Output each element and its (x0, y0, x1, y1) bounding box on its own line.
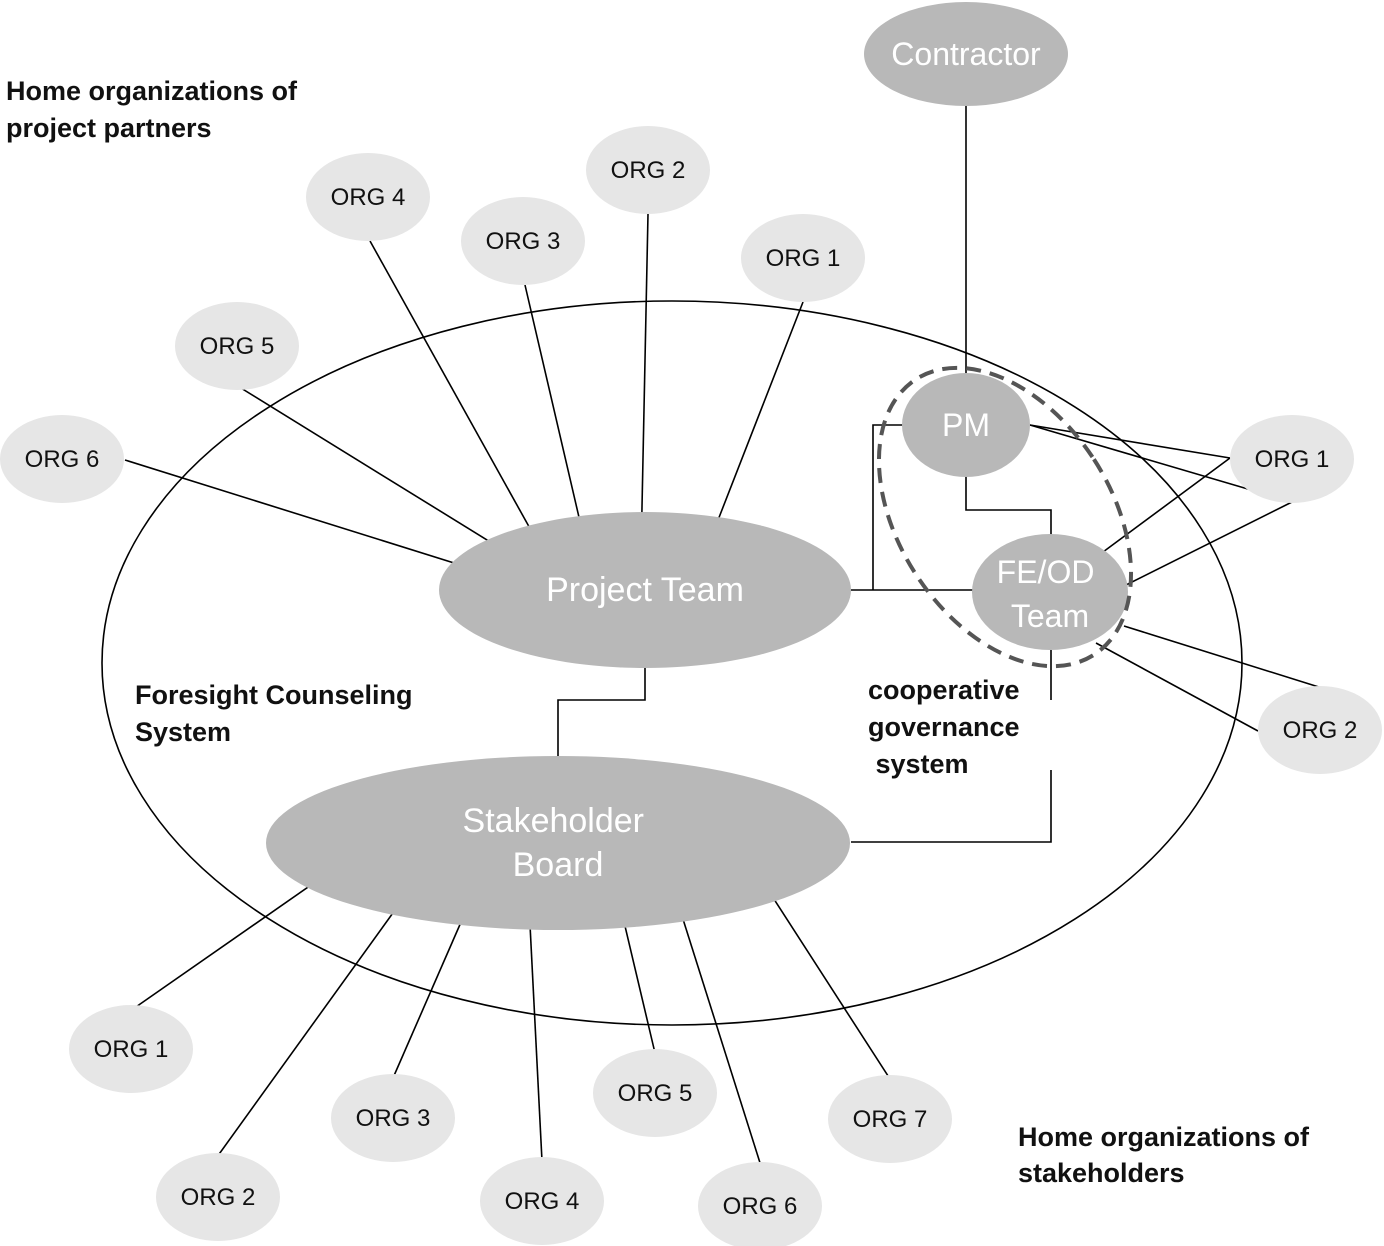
partner-org-2: ORG 2 (586, 126, 710, 214)
governance-orgs: ORG 1 ORG 2 (1230, 415, 1382, 774)
partner-org-6: ORG 6 (0, 415, 124, 503)
stakeholder-org-6-label: ORG 6 (723, 1193, 798, 1220)
fe-od-team-node: FE/OD Team (972, 534, 1128, 650)
stakeholder-board-line-1: Stakeholder (463, 802, 644, 840)
foresight-system-line-1: Foresight Counseling (135, 680, 413, 710)
stakeholders-title-line-2: stakeholders (1018, 1158, 1185, 1188)
governance-org-2-label: ORG 2 (1283, 717, 1358, 744)
governance-system-line-3: system (868, 749, 969, 779)
partners-title-line-1: Home organizations of (6, 76, 298, 106)
stakeholder-org-5: ORG 5 (593, 1049, 717, 1137)
fe-od-team-line-1: FE/OD (997, 554, 1095, 590)
partner-orgs: ORG 1 ORG 2 ORG 3 ORG 4 ORG 5 ORG 6 (0, 126, 865, 503)
stakeholder-org-7-label: ORG 7 (853, 1106, 928, 1133)
stakeholder-orgs: ORG 1 ORG 2 ORG 3 ORG 4 ORG 5 ORG 6 ORG … (69, 1005, 952, 1246)
partner-org-3-label: ORG 3 (486, 228, 561, 255)
partner-org-4-label: ORG 4 (331, 184, 406, 211)
governance-system-line-1: cooperative (868, 675, 1020, 705)
partner-org-1-label: ORG 1 (766, 245, 841, 272)
partner-org-4: ORG 4 (306, 153, 430, 241)
partner-org-2-label: ORG 2 (611, 157, 686, 184)
governance-boundary (876, 365, 1134, 669)
stakeholder-org-1-label: ORG 1 (94, 1036, 169, 1063)
stakeholder-org-3-label: ORG 3 (356, 1105, 431, 1132)
pm-label: PM (942, 407, 990, 443)
foresight-system-line-2: System (135, 717, 231, 747)
partner-org-5: ORG 5 (175, 302, 299, 390)
stakeholder-org-6: ORG 6 (698, 1162, 822, 1246)
stakeholder-board-label: Stakeholder Board (463, 802, 654, 884)
stakeholders-title-line-1: Home organizations of (1018, 1122, 1310, 1152)
fe-od-team-label: FE/OD Team (997, 554, 1104, 634)
partner-org-6-label: ORG 6 (25, 446, 100, 473)
stakeholder-org-2: ORG 2 (156, 1153, 280, 1241)
foresight-system-label: Foresight Counseling System (135, 680, 420, 747)
stakeholder-board-line-2: Board (513, 846, 604, 884)
contractor-label: Contractor (891, 36, 1041, 72)
fe-od-team-line-2: Team (1011, 598, 1089, 634)
stakeholder-org-4: ORG 4 (480, 1157, 604, 1245)
partner-org-3: ORG 3 (461, 197, 585, 285)
stakeholder-board-node: Stakeholder Board (266, 756, 850, 930)
stakeholder-org-2-label: ORG 2 (181, 1184, 256, 1211)
partners-title: Home organizations of project partners (6, 76, 305, 143)
stakeholder-org-1: ORG 1 (69, 1005, 193, 1093)
governance-system-label: cooperative governance system (0, 0, 1057, 779)
partner-org-1: ORG 1 (741, 214, 865, 302)
project-team-label: Project Team (546, 571, 744, 609)
governance-system-line-2: governance (868, 712, 1020, 742)
stakeholder-org-4-label: ORG 4 (505, 1188, 580, 1215)
stakeholder-org-7: ORG 7 (828, 1075, 952, 1163)
project-team-node: Project Team (439, 512, 851, 668)
pm-node: PM (902, 373, 1030, 477)
governance-org-1: ORG 1 (1230, 415, 1354, 503)
stakeholders-title: Home organizations of stakeholders (1018, 1122, 1317, 1188)
governance-org-1-label: ORG 1 (1255, 446, 1330, 473)
stakeholder-org-5-label: ORG 5 (618, 1080, 693, 1107)
partner-org-5-label: ORG 5 (200, 333, 275, 360)
partners-title-line-2: project partners (6, 113, 212, 143)
governance-org-2: ORG 2 (1258, 686, 1382, 774)
stakeholder-org-3: ORG 3 (331, 1074, 455, 1162)
contractor-node: Contractor (864, 2, 1068, 106)
